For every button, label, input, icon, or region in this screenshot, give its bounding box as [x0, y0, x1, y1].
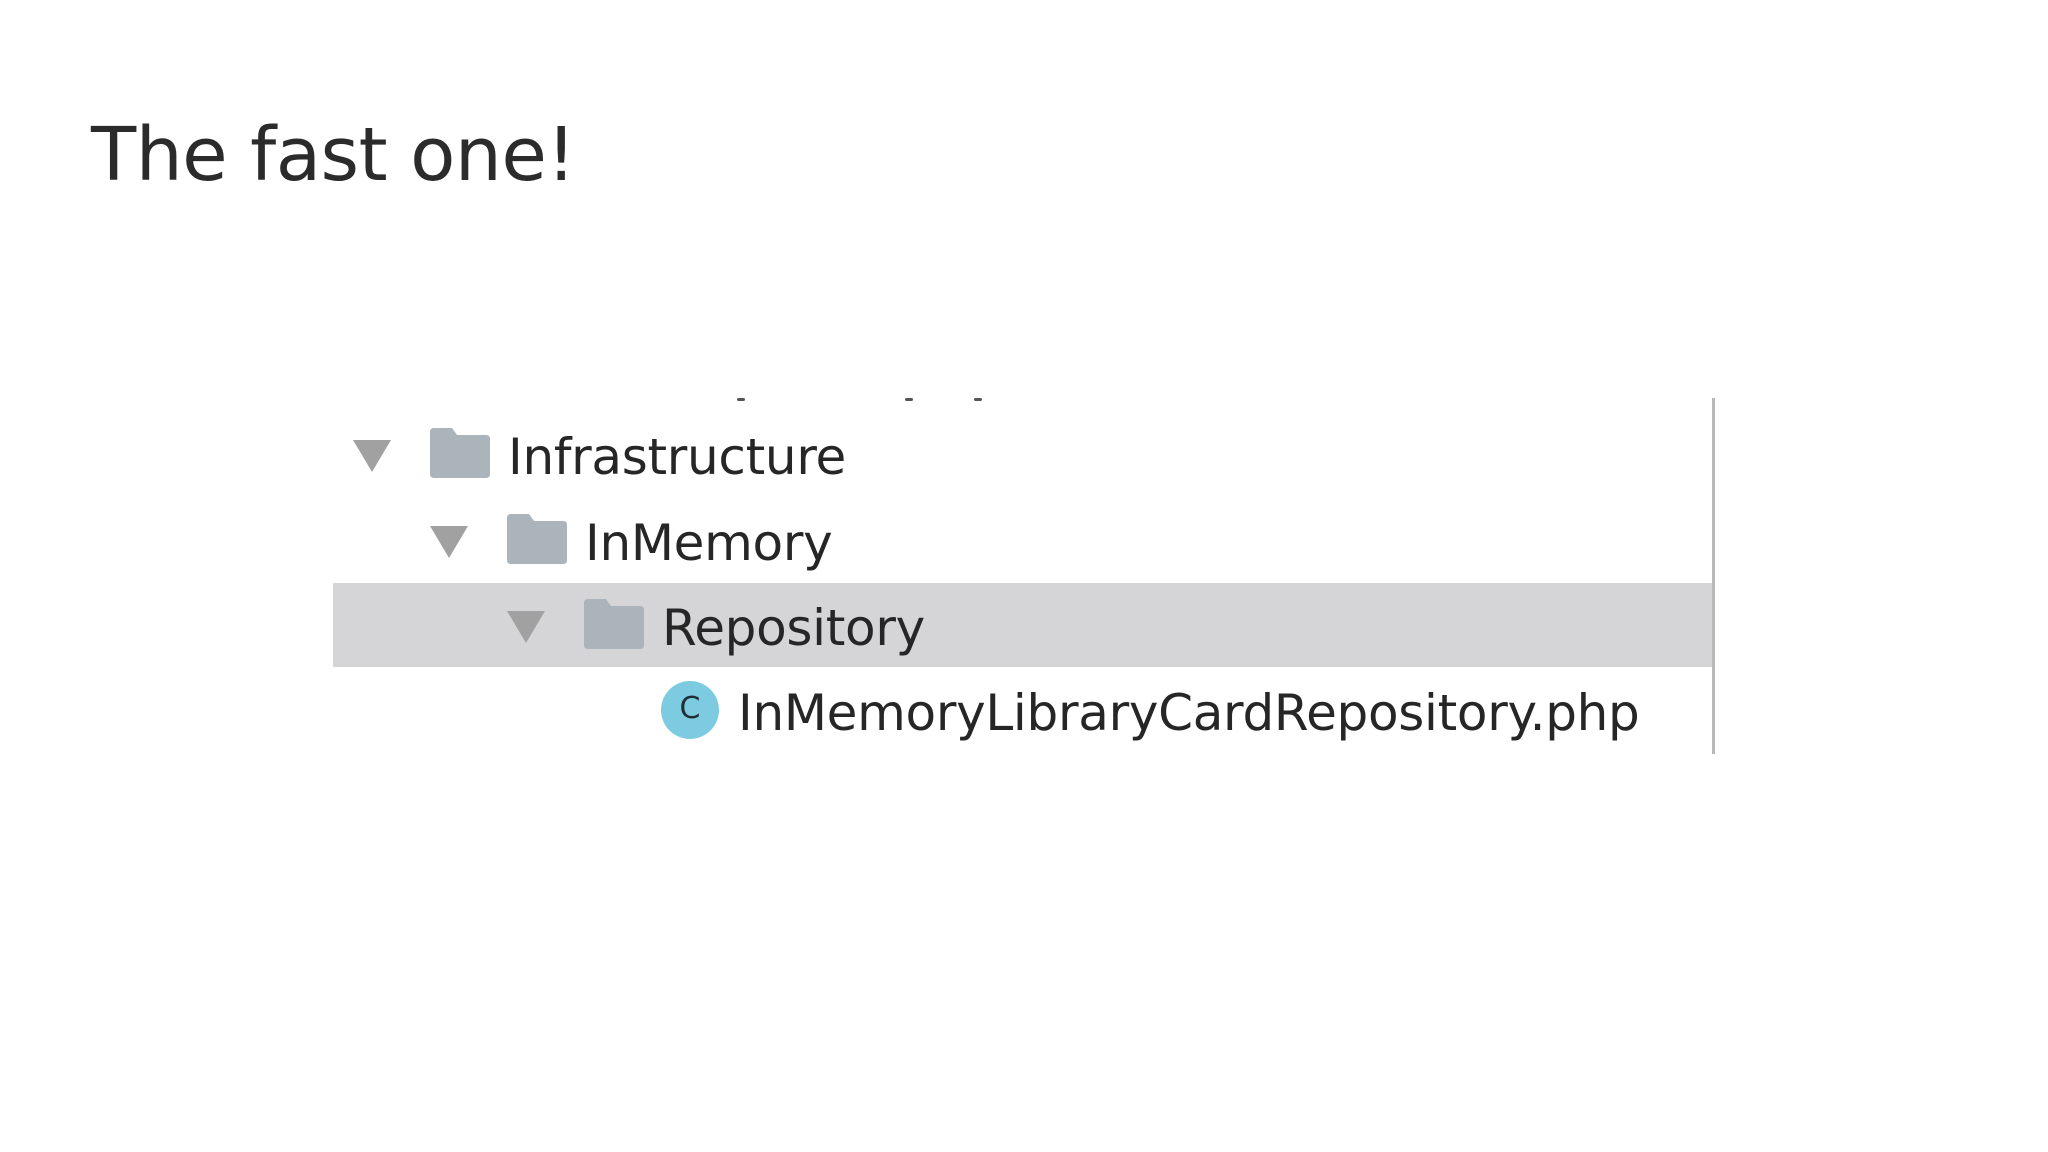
- project-tree-screenshot: Infrastructure InMemory Repository: [333, 398, 1715, 754]
- tree-item-inmemorylibrarycardrepository-php[interactable]: C InMemoryLibraryCardRepository.php: [333, 668, 1712, 752]
- folder-icon: [507, 514, 567, 564]
- cropped-row-remnant: [333, 398, 1715, 402]
- folder-icon: [584, 599, 644, 649]
- tree-item-label: Repository: [662, 599, 925, 657]
- tree-item-label: InMemoryLibraryCardRepository.php: [738, 684, 1640, 742]
- tree-item-repository[interactable]: Repository: [333, 583, 1712, 667]
- panel-divider: [1712, 398, 1715, 754]
- disclosure-triangle-icon[interactable]: [507, 611, 545, 643]
- php-class-icon: C: [661, 681, 719, 739]
- tree-item-label: InMemory: [585, 514, 833, 572]
- disclosure-triangle-icon[interactable]: [430, 526, 468, 558]
- disclosure-triangle-icon[interactable]: [353, 440, 391, 472]
- folder-icon: [430, 428, 490, 478]
- tree-item-inmemory[interactable]: InMemory: [333, 498, 1712, 582]
- tree-item-infrastructure[interactable]: Infrastructure: [333, 412, 1712, 496]
- tree-item-label: Infrastructure: [508, 428, 846, 486]
- slide-title: The fast one!: [91, 112, 576, 198]
